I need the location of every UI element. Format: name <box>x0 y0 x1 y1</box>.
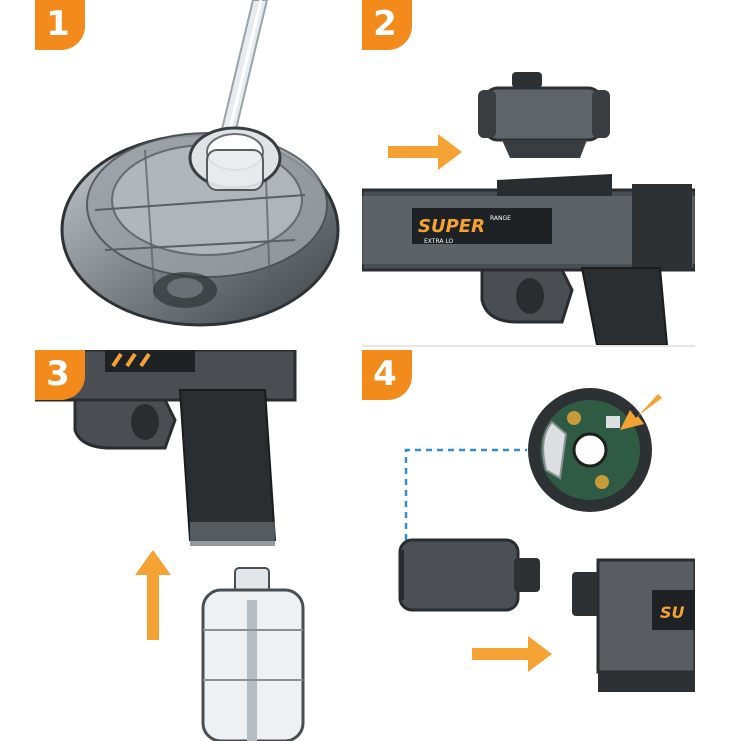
muzzle-circuit-detail <box>528 388 662 512</box>
dashed-connector-line <box>404 448 527 540</box>
step-1-illustration <box>60 0 340 327</box>
arrow-right-icon <box>472 636 552 672</box>
arrow-up-icon <box>135 550 171 640</box>
step-1-badge: 1 <box>35 0 85 50</box>
step-3-panel: 3 <box>35 350 355 741</box>
step-3-badge: 3 <box>35 350 85 400</box>
water-magazine <box>201 567 305 741</box>
step-2-illustration: SUPER EXTRA LO RANGE <box>362 72 695 345</box>
step-3-illustration <box>35 350 305 741</box>
step-1-panel: 1 <box>35 0 355 345</box>
decal-brand-text: SUPER <box>418 216 485 237</box>
blaster-body: SUPER EXTRA LO RANGE <box>362 174 695 345</box>
filling-port <box>188 126 282 191</box>
red-dot-scope <box>478 72 610 158</box>
panel-divider <box>362 345 695 347</box>
arrow-pointer-icon <box>620 394 662 430</box>
step-2-badge: 2 <box>362 0 412 50</box>
step-4-badge: 4 <box>362 350 412 400</box>
step-4-illustration: SU <box>398 388 695 692</box>
blaster-front: SU <box>572 558 695 692</box>
decal-brand-partial-text: SU <box>660 603 685 622</box>
muzzle-attachment <box>398 538 540 612</box>
decal-sub-right-text: RANGE <box>490 215 511 222</box>
step-2-panel: 2 SUPER EXTRA LO RANGE <box>362 0 695 345</box>
arrow-right-icon <box>388 134 462 170</box>
decal-sub-left-text: EXTRA LO <box>424 238 454 245</box>
step-4-panel: 4 SU <box>362 350 695 741</box>
